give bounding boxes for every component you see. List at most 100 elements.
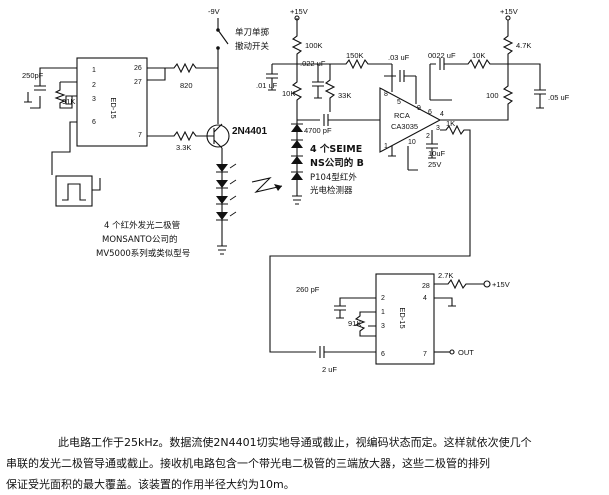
- square-wave-icon: [62, 183, 86, 201]
- ic-rx-pin2: 2: [381, 295, 385, 302]
- supply-plus15v-b: +15V: [500, 7, 518, 16]
- cap-01uf: [266, 64, 278, 91]
- opamp-pin3: 3: [436, 125, 440, 132]
- rx-link-wire: [269, 170, 471, 353]
- res-100-label: 100: [486, 91, 499, 100]
- photo-note-line4: 光电检测器: [310, 185, 353, 196]
- res-1k: [440, 124, 471, 170]
- res-91k-b-label: 91K: [348, 319, 361, 328]
- transistor-leads: [210, 123, 223, 149]
- res-820-label: 820: [180, 81, 193, 90]
- cap-4700pf-label: 4700 pF: [304, 126, 332, 135]
- cap-022uf-label: .022 uF: [300, 59, 326, 68]
- led-note-line2: MONSANTO公司的: [102, 234, 178, 245]
- circuit-schematic: ED-15 1 2 3 6 26 27 7 250pF 91K 820 3.3K…: [22, 7, 570, 374]
- cap-10uf: [426, 130, 438, 159]
- opamp-label-2: CA3035: [391, 122, 418, 131]
- res-100k: [291, 18, 303, 64]
- opamp-wires: [360, 64, 452, 171]
- ir-beam-icon: [251, 177, 283, 193]
- res-91k-b: [354, 311, 376, 337]
- ic-tx-pin3: 3: [92, 96, 96, 103]
- ic-rx-pin28: 28: [422, 283, 430, 290]
- out-label: OUT: [458, 348, 474, 357]
- tx-pin6-wire: [51, 121, 77, 175]
- cap-01uf-label: .01 uF: [256, 81, 278, 90]
- photo-note-line1: 4 个SEIME: [310, 143, 362, 155]
- ground-a: [24, 92, 32, 103]
- photo-note-line2: NS公司的 B: [310, 157, 364, 169]
- ic-tx-name: ED-15: [109, 97, 118, 118]
- ic-rx-pin7: 7: [423, 351, 427, 358]
- ic-rx-pin3: 3: [381, 323, 385, 330]
- cap-260pf-label: 260 pF: [296, 285, 320, 294]
- switch-and-supply: [217, 18, 229, 124]
- res-100: [452, 64, 514, 121]
- res-10k-b-label: 10K: [472, 51, 485, 60]
- decoder-section: ED-15 28 2 4 1 3 6 7 2.7K +15V 260 pF 91…: [290, 271, 510, 374]
- supply-plus15v-a: +15V: [290, 7, 308, 16]
- res-91k-a-label: 91K: [62, 97, 75, 106]
- opamp-pin1: 1: [384, 143, 388, 150]
- data-source-out: [92, 178, 101, 191]
- cap-03uf: [384, 70, 416, 82]
- ic-tx-pin1: 1: [92, 67, 96, 74]
- transmitter-section: ED-15 1 2 3 6 26 27 7 250pF 91K 820 3.3K…: [22, 7, 283, 259]
- rx-supply-label: +15V: [492, 280, 510, 289]
- ic-tx-pin26: 26: [134, 65, 142, 72]
- led-note-line3: MV5000系列或类似型号: [96, 248, 190, 259]
- transistor-2n4401: [206, 124, 230, 148]
- switch-label-line2: 撤动开关: [235, 41, 270, 52]
- cap-10uf-label: 10uF: [428, 149, 446, 158]
- res-1k-label: 1K: [446, 119, 455, 128]
- cap-05uf: [508, 63, 546, 109]
- opamp-pin6: 6: [428, 109, 432, 116]
- res-3k3-label: 3.3K: [176, 143, 191, 152]
- led-string: [216, 160, 237, 255]
- data-source-box: [55, 175, 93, 207]
- opamp-pin2: 2: [426, 133, 430, 140]
- figure-caption: 此电路工作于25kHz。数据流使2N4401切实地导通或截止，视编码状态而定。这…: [6, 432, 604, 495]
- res-33k: [324, 64, 336, 112]
- res-100k-label: 100K: [305, 41, 323, 50]
- receiver-section: +15V 100K .01 uF .022 uF 10K 33K 150K .0…: [256, 7, 570, 353]
- ic-tx-pin6: 6: [92, 119, 96, 126]
- ic-ed15-transmitter: [76, 57, 148, 147]
- caption-line1: 此电路工作于25kHz。数据流使2N4401切实地导通或截止，视编码状态而定。这…: [58, 436, 532, 449]
- photodiode-string: [291, 120, 303, 205]
- cap-10uf-volt: 25V: [428, 160, 441, 169]
- cap-03uf-label: .03 uF: [388, 53, 410, 62]
- cap-2uf-label: 2 uF: [322, 365, 337, 374]
- cap-4700pf: [296, 112, 360, 126]
- cap-0022uf-res-10k-b: [430, 58, 508, 70]
- cap-260pf: [334, 297, 376, 319]
- res-4k7: [502, 20, 514, 64]
- ic-tx-pin27: 27: [134, 79, 142, 86]
- ic-tx-pin7: 7: [138, 132, 142, 139]
- opamp-pin10: 10: [408, 139, 416, 146]
- res-820: [147, 62, 218, 74]
- led-note-line1: 4 个红外发光二极管: [104, 220, 180, 231]
- res-91k-a: [54, 82, 73, 109]
- caption-line2: 串联的发光二极管导通或截止。接收机电路包含一个带光电二极管的三端放大器，这些二极…: [6, 457, 490, 470]
- caption-line3: 保证受光面积的最大覆盖。该装置的作用半径大约为10m。: [6, 478, 295, 491]
- fb-wire: [429, 64, 452, 101]
- cap-05uf-label: .05 uF: [548, 93, 570, 102]
- res-3k3: [147, 130, 210, 142]
- photo-note-line3: P104型红外: [310, 172, 357, 183]
- transistor-label: 2N4401: [232, 126, 267, 137]
- ic-rx-pin4: 4: [423, 295, 427, 302]
- cap-250pf-a-label: 250pF: [22, 71, 44, 80]
- res-150k-label: 150K: [346, 51, 364, 60]
- opamp-pin8: 8: [384, 91, 388, 98]
- ic-rx-pin1: 1: [381, 309, 385, 316]
- res-2k7: [434, 278, 484, 290]
- res-4k7-label: 4.7K: [516, 41, 531, 50]
- supply-minus9v: -9V: [208, 7, 220, 16]
- res-10k-a: [291, 64, 303, 112]
- res-10k-a-label: 10K: [282, 89, 295, 98]
- cap-0022uf-label: 0022 uF: [428, 51, 456, 60]
- res-150k: [340, 58, 392, 70]
- switch-label-line1: 单刀单掷: [235, 27, 270, 38]
- ic-ed15-receiver: [375, 273, 435, 365]
